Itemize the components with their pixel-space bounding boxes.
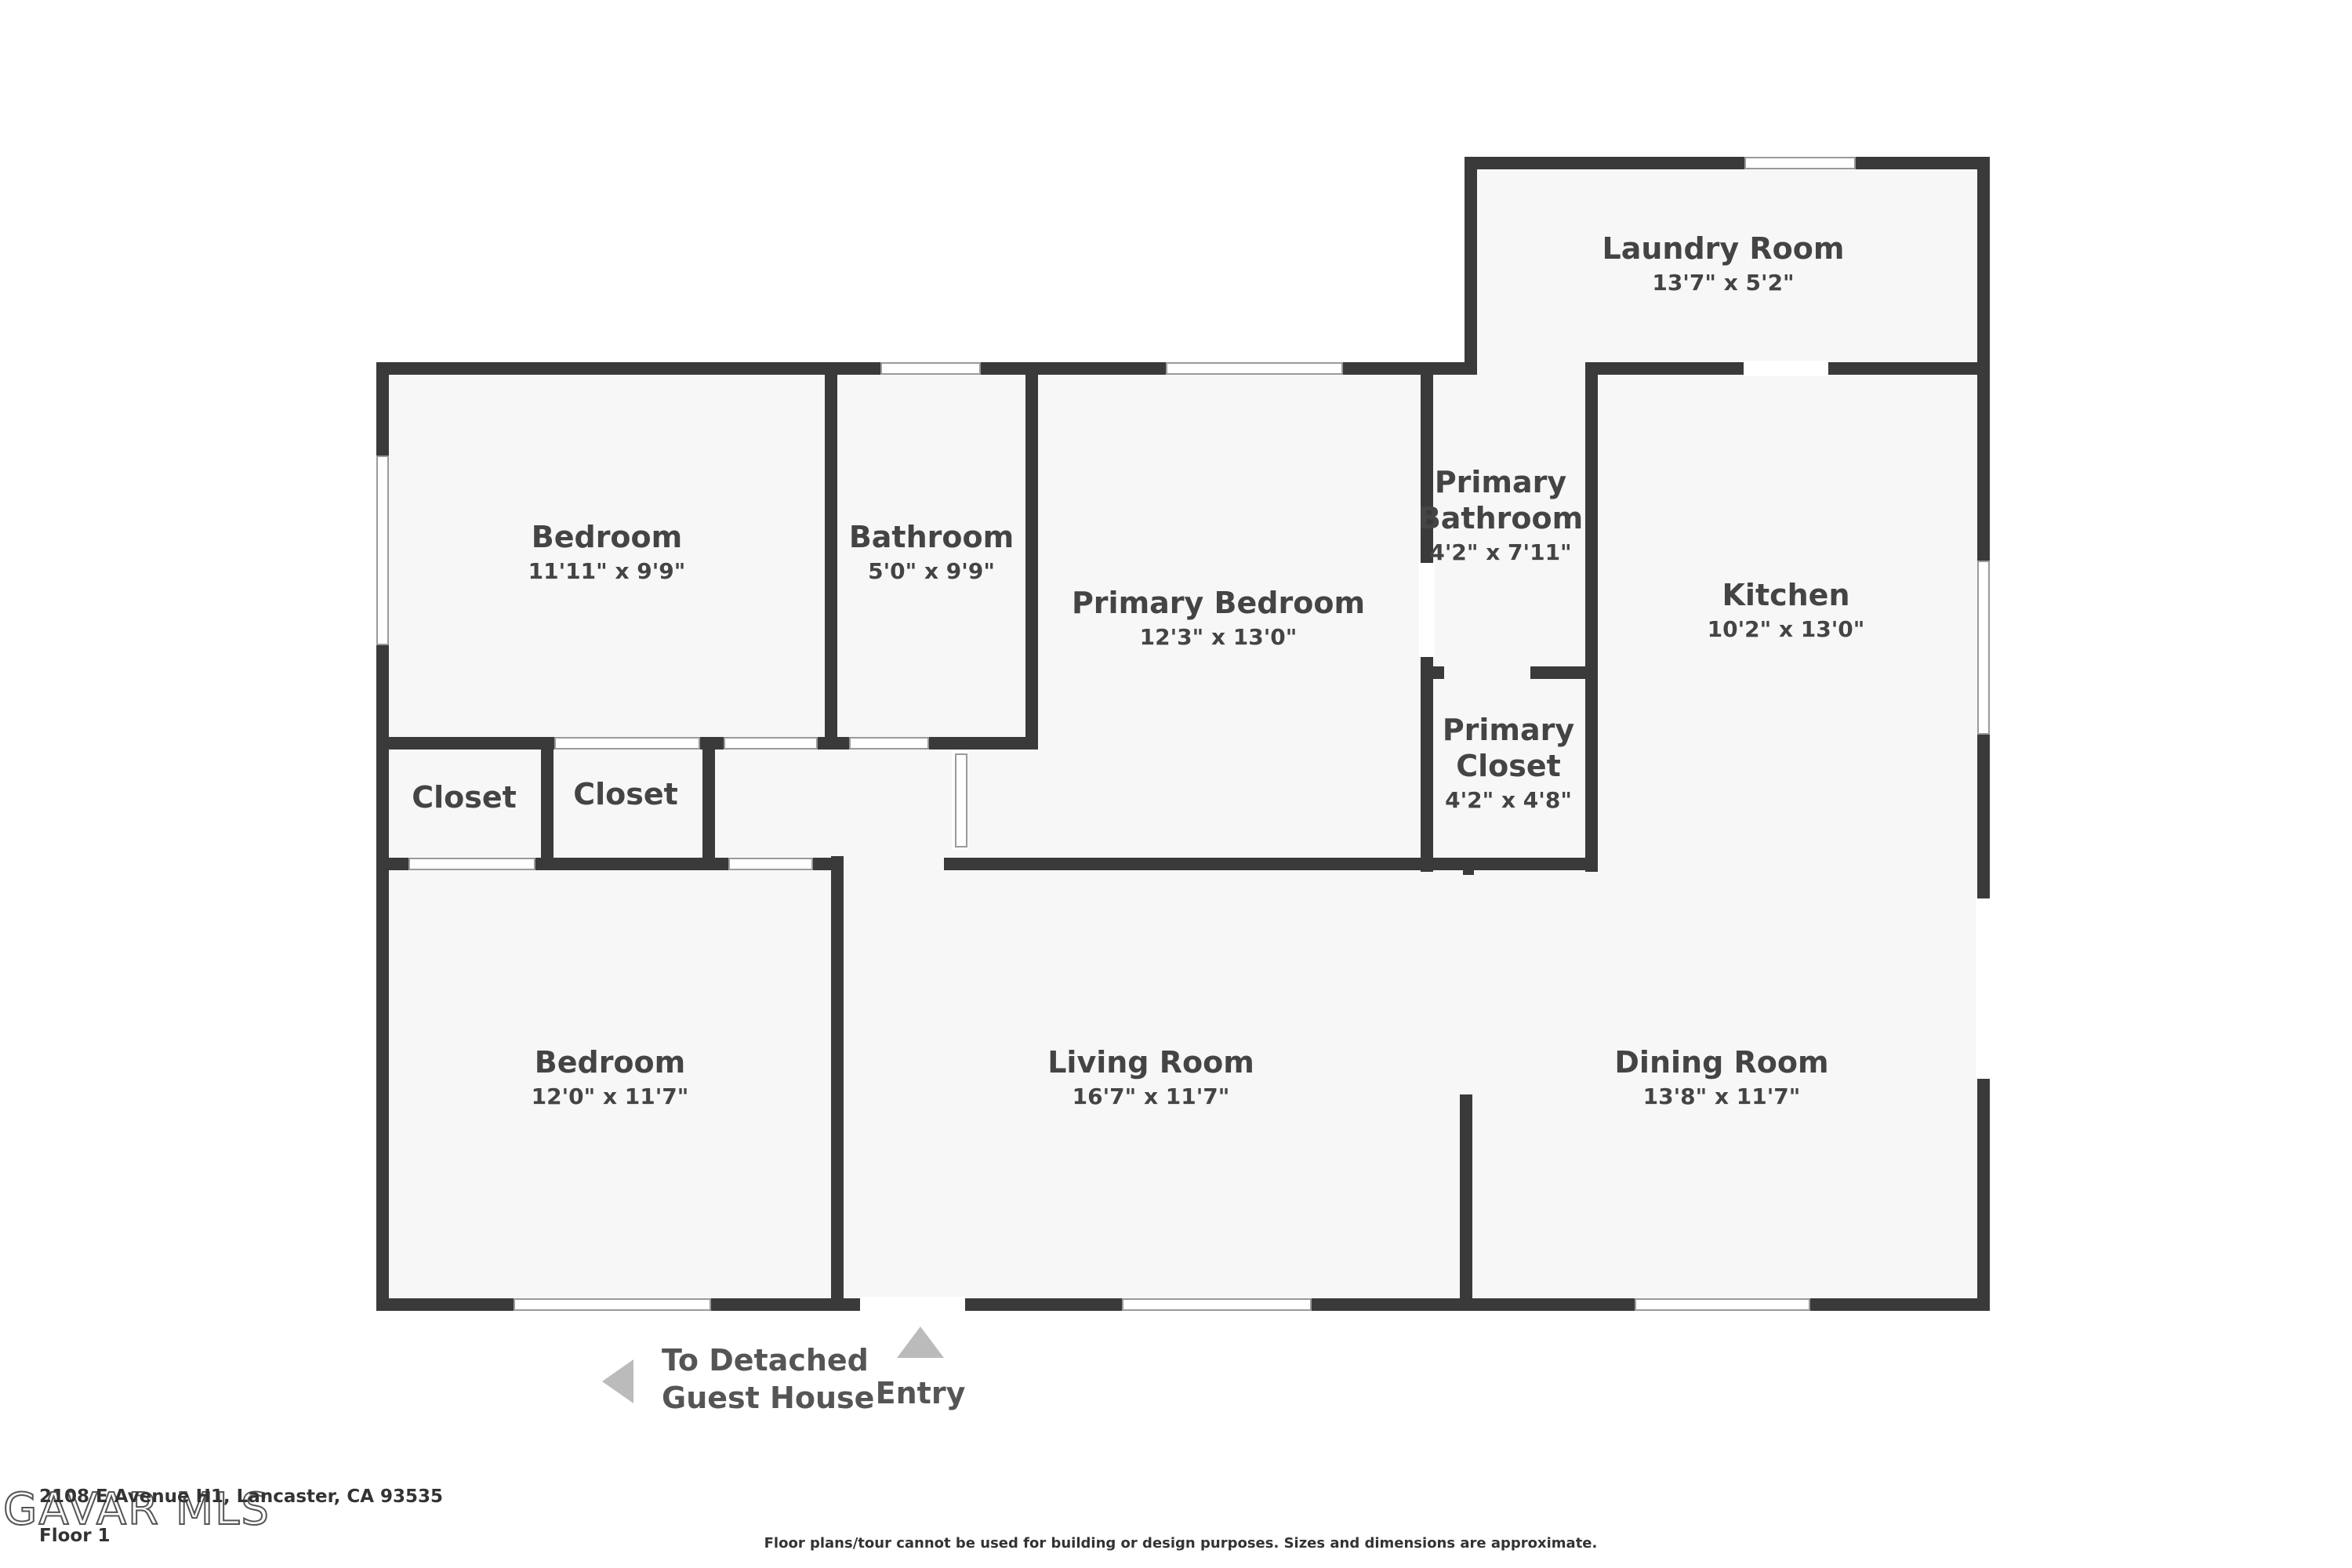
- wall: [376, 737, 1035, 750]
- guest-house-label-line1: To Detached: [662, 1343, 869, 1377]
- entry-doorway: [860, 1297, 965, 1312]
- room-labels: Laundry Room 13'7" x 5'2" Bedroom 11'11"…: [412, 231, 1864, 1109]
- wall: [831, 856, 844, 1311]
- window: [376, 456, 389, 645]
- bedroom-door: [728, 858, 813, 870]
- wall: [825, 362, 837, 750]
- window: [1166, 362, 1343, 375]
- kitchen-dimensions: 10'2" x 13'0": [1708, 616, 1865, 642]
- bedroom-1-dimensions: 11'11" x 9'9": [528, 558, 686, 584]
- wall: [942, 737, 966, 750]
- primary-bedroom-door: [955, 753, 967, 848]
- laundry-room-name: Laundry Room: [1602, 231, 1845, 266]
- laundry-doorway: [1744, 361, 1828, 376]
- watermark: GAVAR MLS: [3, 1484, 270, 1535]
- primary-closet-dimensions: 4'2" x 4'8": [1445, 787, 1572, 813]
- bathroom-dimensions: 5'0" x 9'9": [868, 558, 995, 584]
- bedroom-door: [724, 737, 818, 750]
- wall: [1025, 362, 1038, 750]
- primary-bath-door: [1419, 563, 1435, 657]
- closet-door: [554, 737, 700, 750]
- closet-2-name: Closet: [573, 777, 678, 811]
- laundry-floor: [1465, 157, 1990, 368]
- wall: [702, 745, 715, 870]
- wall: [1530, 666, 1598, 679]
- wall: [1465, 157, 1990, 169]
- window: [1744, 157, 1856, 169]
- bedroom-2-name: Bedroom: [535, 1045, 686, 1080]
- window: [880, 362, 981, 375]
- dining-room-dimensions: 13'8" x 11'7": [1643, 1083, 1801, 1109]
- window: [1977, 561, 1990, 735]
- bedroom-2-dimensions: 12'0" x 11'7": [532, 1083, 689, 1109]
- primary-bedroom-dimensions: 12'3" x 13'0": [1140, 624, 1298, 650]
- window: [1635, 1298, 1810, 1311]
- wall: [944, 858, 1598, 870]
- wall: [1585, 362, 1598, 872]
- guest-house-label-line2: Guest House: [662, 1381, 874, 1415]
- window: [1122, 1298, 1312, 1311]
- kitchen-name: Kitchen: [1722, 578, 1849, 612]
- primary-closet-name-line2: Closet: [1456, 749, 1561, 783]
- bathroom-name: Bathroom: [849, 520, 1014, 554]
- entry-label: Entry: [876, 1376, 966, 1410]
- wall: [1465, 157, 1477, 375]
- disclaimer: Floor plans/tour cannot be used for buil…: [764, 1535, 1598, 1552]
- primary-closet-name-line1: Primary: [1443, 713, 1575, 747]
- floor-fills: [376, 157, 1990, 1311]
- bathroom-door: [849, 737, 929, 750]
- closet-1-name: Closet: [412, 780, 517, 815]
- floor-label: Floor 1: [39, 1526, 111, 1546]
- arrow-left-icon: [602, 1359, 633, 1403]
- wall: [1421, 666, 1444, 679]
- living-room-dimensions: 16'7" x 11'7": [1073, 1083, 1230, 1109]
- dining-room-name: Dining Room: [1614, 1045, 1828, 1080]
- wall: [1460, 1094, 1472, 1311]
- wall: [541, 745, 554, 870]
- closet-door: [408, 858, 535, 870]
- door-openings: [408, 361, 1991, 1312]
- dining-opening: [1976, 898, 1991, 1079]
- laundry-room-dimensions: 13'7" x 5'2": [1652, 270, 1794, 296]
- window: [514, 1298, 711, 1311]
- navigation-markers: To Detached Guest House Entry: [602, 1327, 966, 1415]
- living-room-name: Living Room: [1047, 1045, 1254, 1080]
- main-floor-area: [376, 362, 1990, 1311]
- bedroom-1-name: Bedroom: [532, 520, 683, 554]
- windows: [376, 157, 1990, 1311]
- primary-bedroom-name: Primary Bedroom: [1072, 586, 1365, 620]
- arrow-up-icon: [897, 1327, 944, 1358]
- primary-bathroom-name-line2: Bathroom: [1418, 501, 1583, 535]
- footer: GAVAR MLS 2108 E Avenue H1, Lancaster, C…: [2, 1483, 1598, 1552]
- primary-bathroom-dimensions: 4'2" x 7'11": [1429, 539, 1571, 565]
- primary-bathroom-name-line1: Primary: [1435, 465, 1567, 499]
- address: 2108 E Avenue H1, Lancaster, CA 93535: [39, 1486, 443, 1507]
